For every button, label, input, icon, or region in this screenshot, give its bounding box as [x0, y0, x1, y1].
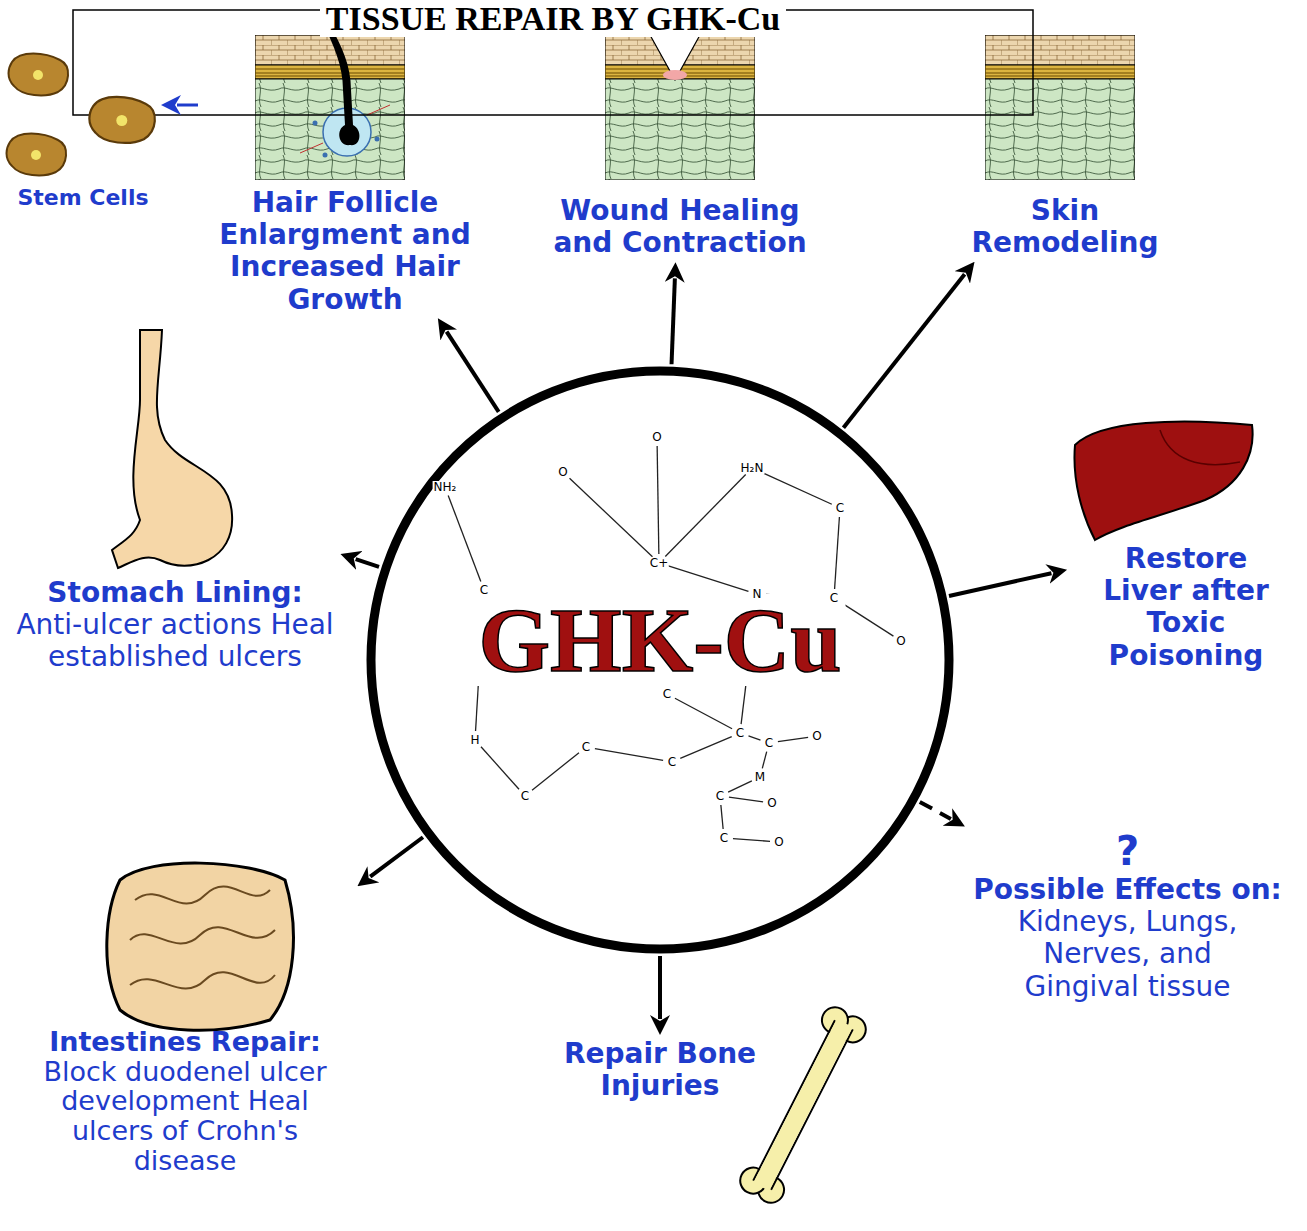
- effect-arrow: [356, 559, 379, 567]
- bond-line: [668, 566, 749, 592]
- effect-heading: Stomach Lining:: [12, 577, 337, 609]
- hub-circle: GHK-Cu: [366, 366, 954, 954]
- bond-line: [835, 517, 840, 589]
- skin-section: [255, 35, 405, 180]
- effect-heading: Skin Remodeling: [950, 195, 1180, 259]
- atom-label: O: [773, 836, 784, 848]
- bond-line: [665, 474, 745, 556]
- effect-arrow: [843, 274, 964, 427]
- effect-box: Wound Healing and Contraction: [520, 35, 840, 259]
- bond-line: [729, 797, 763, 802]
- stem-cells-picture: [7, 54, 155, 176]
- atom-label: C: [764, 737, 774, 749]
- bond-line: [733, 839, 770, 842]
- atom-label: O: [811, 730, 822, 742]
- intestines-picture: [107, 863, 294, 1030]
- atom-label: C: [520, 790, 530, 802]
- atom-label: O: [557, 466, 568, 478]
- effect-heading: Possible Effects on:: [950, 874, 1305, 906]
- bond-line: [842, 603, 894, 636]
- atom-label: C: [479, 584, 489, 596]
- bond-line: [778, 737, 808, 741]
- effect-heading: Restore Liver after Toxic Poisoning: [1089, 543, 1284, 672]
- effect-detail: Block duodenel ulcer development Heal ul…: [20, 1057, 350, 1176]
- effect-box: Stem Cells: [8, 45, 158, 210]
- bond-line: [721, 805, 723, 829]
- bond-line: [728, 781, 752, 792]
- effect-box: Skin Remodeling: [945, 35, 1185, 259]
- bone-picture: [736, 1003, 871, 1207]
- atom-label: M: [754, 771, 766, 783]
- bond-line: [481, 747, 519, 790]
- hub-label: GHK-Cu: [475, 594, 846, 686]
- bond-line: [657, 446, 659, 554]
- bond-line: [762, 752, 766, 769]
- bond-line: [448, 495, 481, 581]
- effect-arrow: [370, 837, 423, 876]
- atom-label: C: [829, 592, 839, 604]
- effect-box: Intestines Repair:Block duodenel ulcer d…: [15, 855, 355, 1175]
- effect-arrow: [949, 573, 1051, 596]
- bond-line: [760, 472, 832, 505]
- effect-arrow: [672, 278, 675, 364]
- atom-label: C: [719, 832, 729, 844]
- effect-arrow: [447, 332, 499, 412]
- atom-label: H: [469, 734, 480, 746]
- bond-line: [570, 478, 653, 557]
- effect-box: Hair Follicle Enlargment and Increased H…: [200, 35, 490, 316]
- effect-box: Stomach Lining:Anti-ulcer actions Heal e…: [12, 325, 337, 674]
- effect-heading: Hair Follicle Enlargment and Increased H…: [200, 187, 490, 316]
- effect-box: Repair Bone Injuries: [535, 1038, 785, 1102]
- effect-heading: Stem Cells: [8, 185, 158, 210]
- bond-line: [595, 749, 663, 761]
- effect-box: ?Possible Effects on:Kidneys, Lungs, Ner…: [950, 828, 1305, 1003]
- atom-label: NH₂: [433, 481, 458, 493]
- effect-arrow: [920, 802, 951, 819]
- atom-label: C: [735, 727, 745, 739]
- skin-section: [985, 35, 1135, 180]
- bond-line: [749, 736, 761, 740]
- effect-heading: ?: [950, 828, 1305, 874]
- atom-label: C: [715, 790, 725, 802]
- effect-detail: Kidneys, Lungs, Nerves, and Gingival tis…: [985, 906, 1270, 1003]
- effect-box: Restore Liver after Toxic Poisoning: [1070, 415, 1302, 672]
- effect-arrow: [177, 104, 198, 107]
- bond-line: [680, 737, 731, 759]
- hub-ring: [371, 371, 949, 949]
- stomach-picture: [112, 330, 232, 568]
- atom-label: N: [752, 588, 763, 600]
- skin-section: [605, 35, 755, 180]
- atom-label: O: [895, 635, 906, 647]
- atom-label: H₂N: [740, 462, 765, 474]
- atom-label: C: [662, 688, 672, 700]
- effect-arrow: [658, 956, 662, 1019]
- atom-label: O: [651, 431, 662, 443]
- hair-follicle: [300, 27, 390, 158]
- effect-heading: Repair Bone Injuries: [545, 1038, 775, 1102]
- atom-label: C: [835, 502, 845, 514]
- atom-label: O: [766, 797, 777, 809]
- atom-label: C: [667, 756, 677, 768]
- effect-heading: Wound Healing and Contraction: [529, 195, 831, 259]
- effect-detail: Anti-ulcer actions Heal established ulce…: [15, 609, 335, 673]
- effect-heading: Intestines Repair:: [15, 1027, 355, 1057]
- atom-label: C+: [649, 557, 669, 569]
- molecule-bonds: [448, 446, 893, 841]
- atom-label: C: [581, 741, 591, 753]
- diagram-title: TISSUE REPAIR BY GHK-Cu: [320, 0, 786, 37]
- bond-line: [532, 753, 579, 791]
- bond-line: [675, 698, 732, 729]
- liver-picture: [1074, 422, 1252, 540]
- skin-wound: [650, 34, 700, 80]
